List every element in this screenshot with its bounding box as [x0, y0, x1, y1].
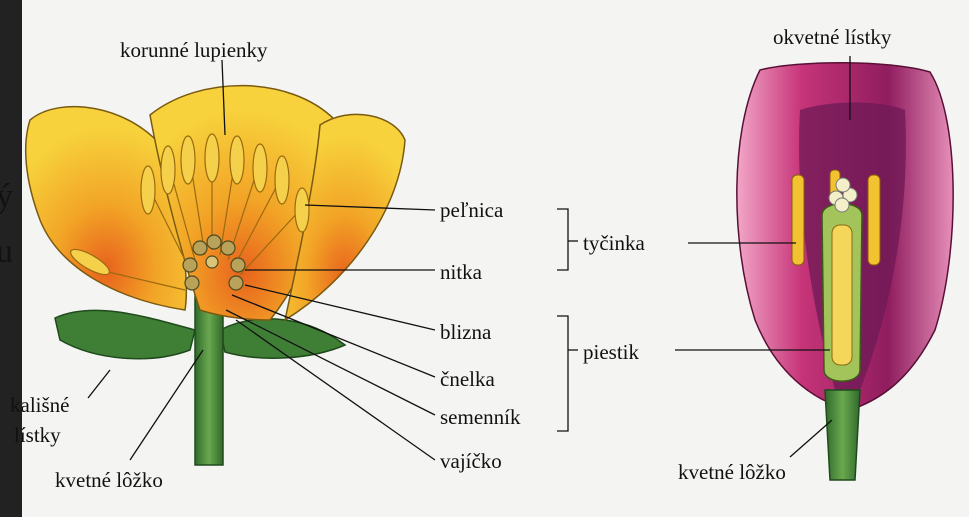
- label-pelnica: peľnica: [440, 200, 503, 221]
- label-tycinka: tyčinka: [583, 233, 645, 254]
- label-vajicko: vajíčko: [440, 451, 502, 472]
- edge-text-fragment: ý: [0, 178, 13, 216]
- label-listky: lístky: [14, 425, 61, 446]
- label-piestik: piestik: [583, 342, 639, 363]
- label-kalisne: kališné: [10, 395, 69, 416]
- left-flower: [26, 86, 405, 465]
- label-korunne-lupienky: korunné lupienky: [120, 40, 268, 61]
- right-flower: [737, 63, 953, 480]
- edge-text-fragment: u: [0, 233, 13, 271]
- label-kvetne-lozko-right: kvetné lôžko: [678, 462, 786, 483]
- label-cnelka: čnelka: [440, 369, 495, 390]
- label-nitka: nitka: [440, 262, 482, 283]
- label-semennik: semenník: [440, 407, 520, 428]
- label-kvetne-lozko-left: kvetné lôžko: [55, 470, 163, 491]
- label-okvetne-listky: okvetné lístky: [773, 27, 891, 48]
- label-blizna: blizna: [440, 322, 491, 343]
